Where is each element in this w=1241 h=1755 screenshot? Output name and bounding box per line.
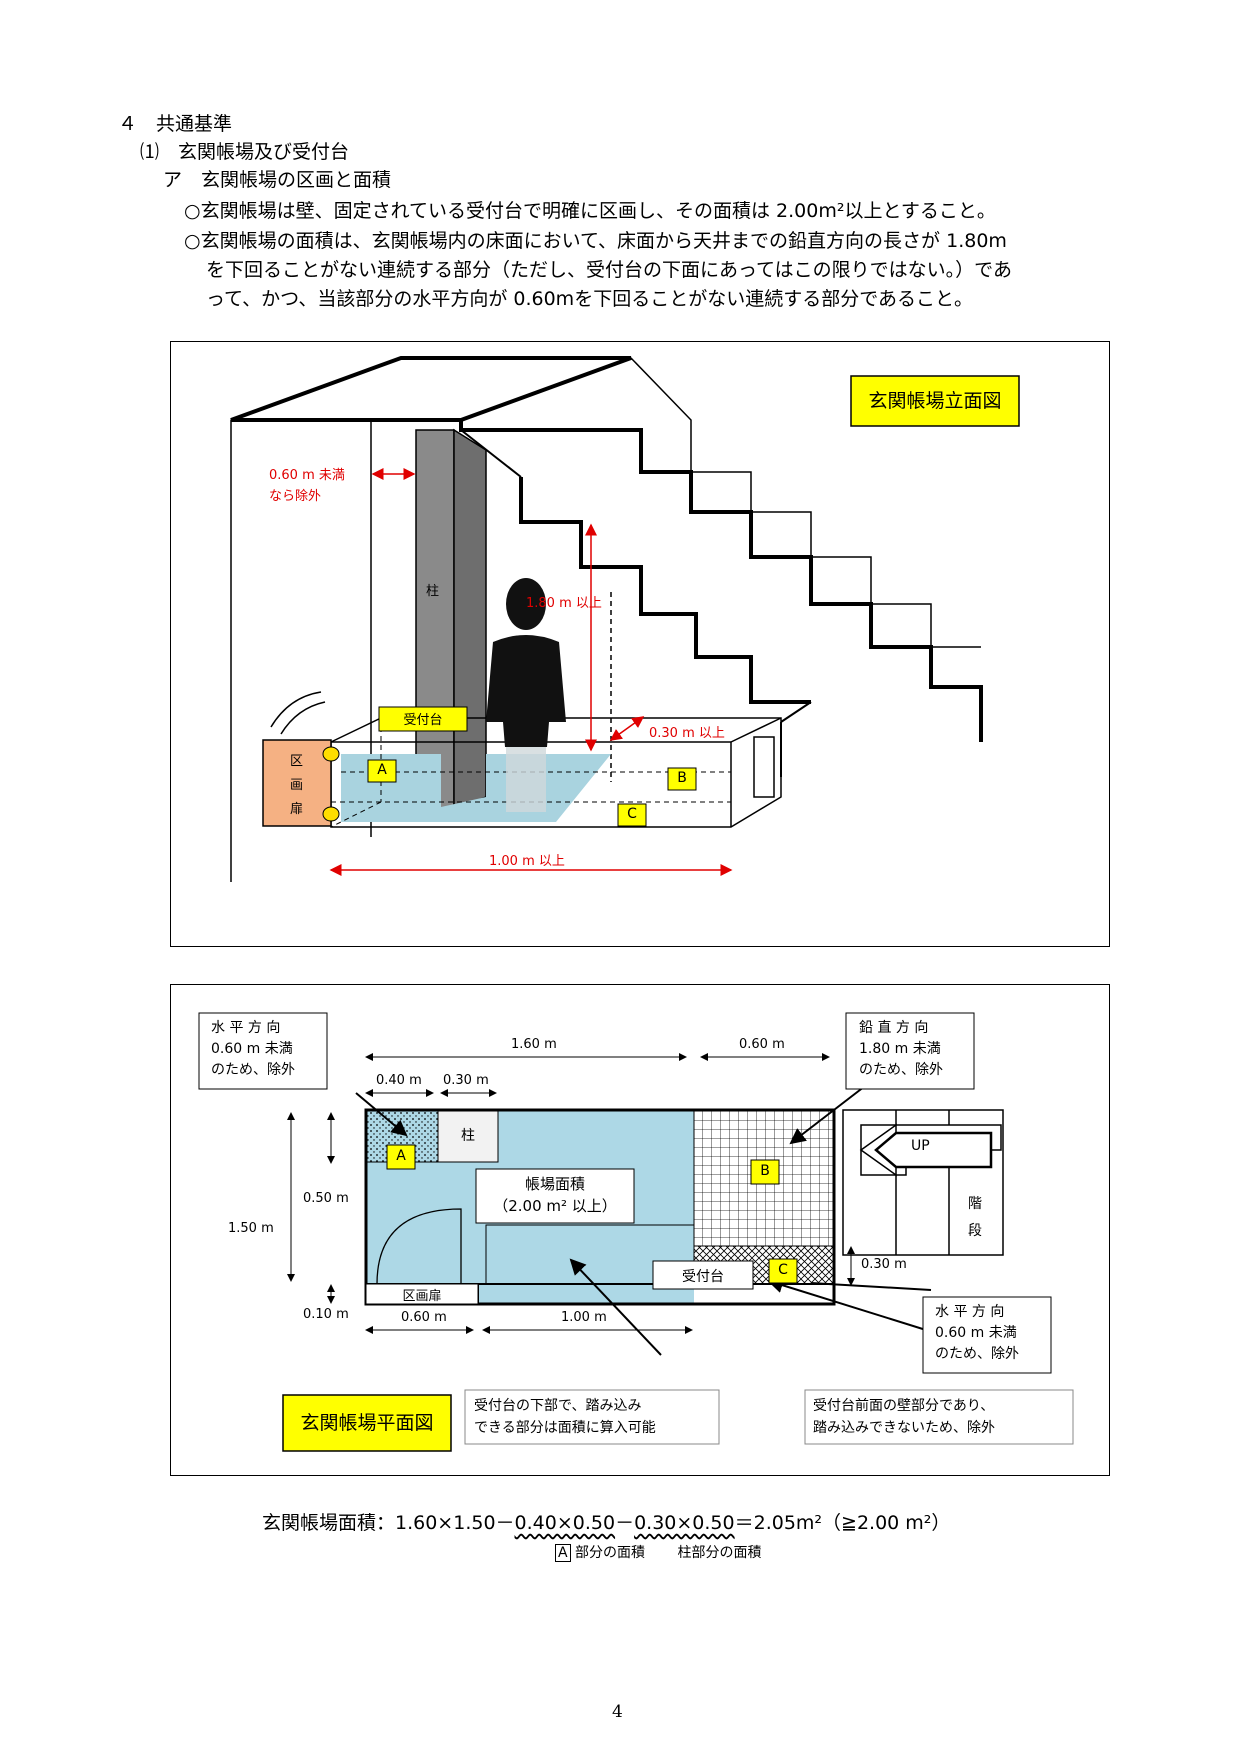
- note-front-wall: 受付台前面の壁部分であり、 踏み込みできないため、除外: [813, 1398, 995, 1436]
- elevation-drawing: [230, 356, 1020, 882]
- plan-title: 玄関帳場平面図: [300, 1412, 434, 1434]
- callout-horizontal-2: 水 平 方 向 0.60 m 未満 のため、除外: [935, 1304, 1019, 1362]
- dim-left-10: 0.10 m: [303, 1307, 349, 1322]
- dim-bottom-60: 0.60 m: [401, 1310, 447, 1325]
- callout-vertical: 鉛 直 方 向 1.80 m 未満 のため、除外: [859, 1020, 943, 1078]
- zone-b-label: B: [677, 770, 687, 786]
- height-label: 1.80 m 以上: [526, 596, 602, 611]
- stairs-char-2: 段: [968, 1223, 982, 1239]
- dim-pillar-width: 0.30 m: [443, 1073, 489, 1088]
- plan-zone-c: C: [778, 1262, 788, 1278]
- stairs-char-1: 階: [968, 1196, 982, 1212]
- plan-figure: 玄関帳場平面図 水 平 方 向 0.60 m 未満 のため、除外 鉛 直 方 向…: [170, 984, 1110, 1476]
- dim-right-30: 0.30 m: [861, 1257, 907, 1272]
- plan-outline: [364, 1108, 836, 1306]
- stairs-outline: [459, 420, 983, 742]
- door-label: 区画扉: [402, 1289, 442, 1304]
- counter-depth-label: 0.30 m 以上: [649, 726, 725, 741]
- area-label-1: 帳場面積: [524, 1175, 585, 1193]
- partition-door: [262, 739, 332, 827]
- zone-a-label: A: [377, 762, 387, 778]
- plan-pillar-label: 柱: [461, 1128, 475, 1144]
- page-number: 4: [612, 1702, 623, 1722]
- area-label-2: （2.00 m² 以上）: [493, 1197, 617, 1215]
- person-head: [506, 578, 546, 630]
- door-char-2: 画: [290, 778, 304, 793]
- area-formula: 玄関帳場面積：1.60×1.50－0.40×0.50－0.30×0.50＝2.0…: [262, 1512, 951, 1534]
- pillar-front: [415, 429, 455, 811]
- bullet-2-line-1: ○玄関帳場の面積は、玄関帳場内の床面において、床面から天井までの鉛直方向の長さが…: [184, 230, 1007, 252]
- plan-drawing: [198, 1012, 1074, 1452]
- plan-counter-label: 受付台: [682, 1269, 724, 1285]
- person-body: [486, 635, 566, 747]
- bullet-2-line-3: って、かつ、当該部分の水平方向が 0.60mを下回ることがない連続する部分である…: [206, 288, 974, 310]
- bullet-1: ○玄関帳場は壁、固定されている受付台で明確に区画し、その面積は 2.00m²以上…: [184, 200, 996, 222]
- note-under-counter: 受付台の下部で、踏み込み できる部分は面積に算入可能: [474, 1398, 656, 1436]
- section-heading: ４ 共通基準: [118, 113, 233, 135]
- pillar-area: [437, 1109, 499, 1163]
- pillar-label: 柱: [426, 584, 440, 599]
- plan-zone-b: B: [760, 1163, 770, 1179]
- sub-heading: ⑴ 玄関帳場及び受付台: [140, 141, 350, 163]
- hinge-top: [322, 746, 340, 762]
- dim-left-50: 0.50 m: [303, 1191, 349, 1206]
- callout-horizontal-1: 水 平 方 向 0.60 m 未満 のため、除外: [211, 1020, 295, 1078]
- door-char-3: 扉: [290, 802, 304, 817]
- counter-label: 受付台: [403, 713, 443, 728]
- width-exclude-label-2: なら除外: [269, 489, 322, 504]
- door-char-1: 区: [290, 754, 304, 769]
- dim-top-main: 1.60 m: [511, 1037, 557, 1052]
- elevation-title: 玄関帳場立面図: [868, 390, 1002, 412]
- zone-c-label: C: [627, 806, 637, 822]
- dim-bottom-100: 1.00 m: [561, 1310, 607, 1325]
- pillar-side: [453, 428, 487, 812]
- bullet-2-line-2: を下回ることがない連続する部分（ただし、受付台の下面にあってはこの限りではない。…: [206, 259, 1012, 281]
- ceiling-slab: [230, 356, 632, 422]
- dim-top-right: 0.60 m: [739, 1037, 785, 1052]
- width-exclude-label-1: 0.60 m 未満: [269, 468, 345, 483]
- formula-notes: A 部分の面積 柱部分の面積: [555, 1542, 761, 1562]
- item-heading: ア 玄関帳場の区画と面積: [163, 169, 392, 191]
- elevation-figure: 玄関帳場立面図 0.60 m 未満 なら除外 柱 1.80 m 以上 受付台 0…: [170, 341, 1110, 947]
- width-label: 1.00 m 以上: [489, 854, 565, 869]
- dim-a-width: 0.40 m: [376, 1073, 422, 1088]
- stairs-up-label: UP: [911, 1138, 930, 1154]
- dim-left-150: 1.50 m: [228, 1221, 274, 1236]
- door-swing: [376, 1208, 462, 1285]
- hinge-bottom: [322, 806, 340, 822]
- counter-door: [753, 736, 775, 798]
- plan-zone-a: A: [396, 1148, 406, 1164]
